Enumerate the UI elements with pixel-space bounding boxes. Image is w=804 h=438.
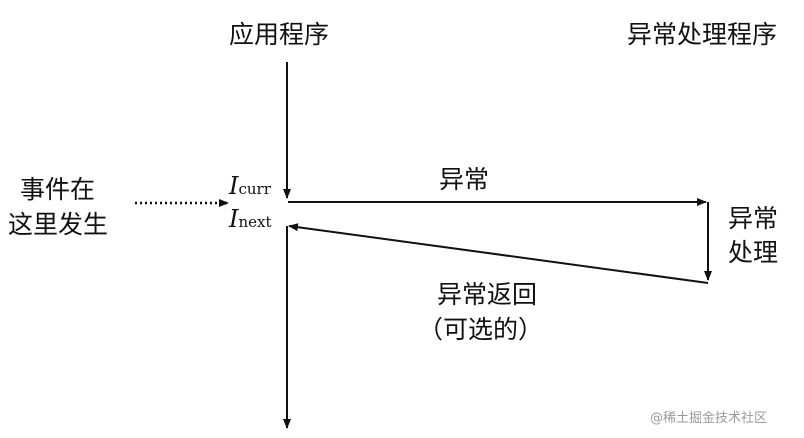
i-next-sub: next [238,213,272,231]
app-program-label: 应用程序 [229,20,330,49]
return-label-line2: （可选的） [418,315,544,344]
i-next-main: I [229,205,239,233]
handle-label-line1: 异常 [728,204,779,233]
i-next-label: Inext [229,207,272,231]
handler-program-label: 异常处理程序 [627,20,778,49]
i-curr-main: I [229,172,239,200]
event-label-line2: 这里发生 [8,210,109,239]
watermark: @稀土掘金技术社区 [650,411,768,426]
exception-return-arrow [288,223,709,284]
exception-label: 异常 [439,165,490,194]
event-label-line1: 事件在 [20,175,96,204]
i-curr-sub: curr [238,180,271,198]
i-curr-label: Icurr [229,174,271,198]
return-label-line1: 异常返回 [437,280,538,309]
handle-label-line2: 处理 [728,238,779,267]
